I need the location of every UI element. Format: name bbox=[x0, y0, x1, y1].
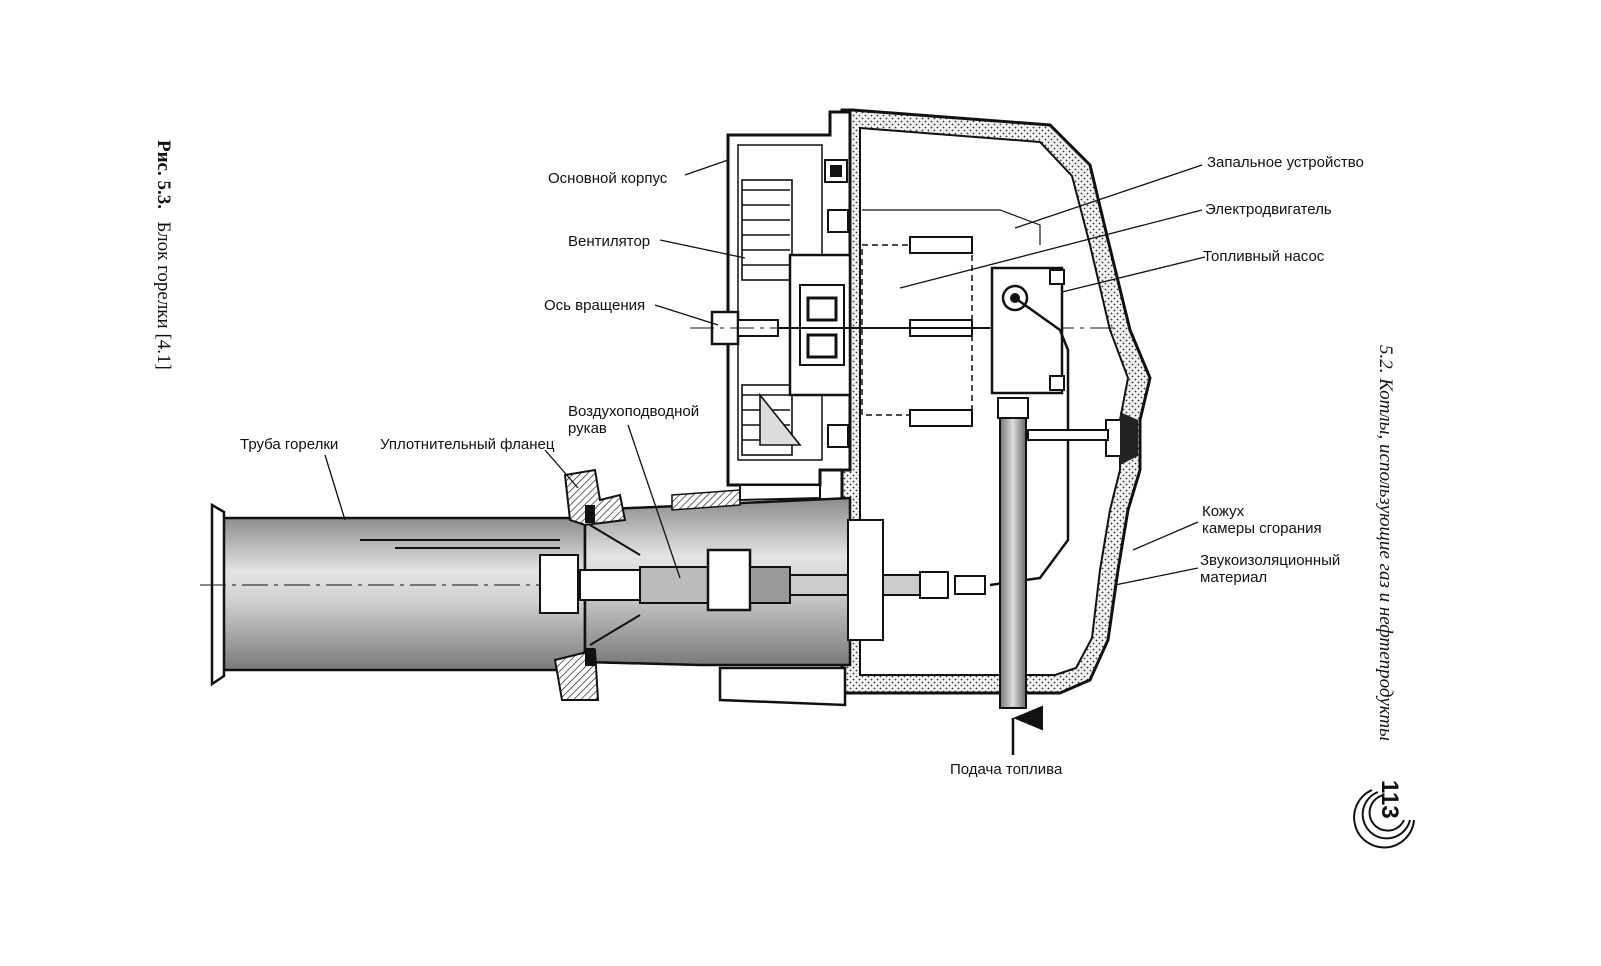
running-header: 5.2. Котлы, использующие газ и нефтепрод… bbox=[1375, 345, 1396, 741]
nozzle-assembly bbox=[539, 519, 986, 646]
label-casing-line2: камеры сгорания bbox=[1202, 520, 1322, 537]
page-number: 113 bbox=[1376, 780, 1403, 819]
label-fan: Вентилятор bbox=[568, 233, 650, 250]
label-ignition-device: Запальное устройство bbox=[1207, 154, 1364, 171]
caption-number: Рис. 5.3. bbox=[153, 140, 174, 209]
rotation-shaft bbox=[690, 310, 1120, 346]
label-insulation-line1: Звукоизоляционный bbox=[1200, 552, 1340, 569]
motor-assembly bbox=[788, 209, 1041, 427]
sealing-flange bbox=[553, 468, 627, 701]
label-sealing-flange: Уплотнительный фланец bbox=[380, 436, 555, 453]
running-header-text: 5.2. Котлы, использующие газ и нефтепрод… bbox=[1375, 345, 1396, 741]
figure-caption: Рис. 5.3. Блок горелки [4.1] bbox=[153, 140, 174, 370]
fuel-supply-pipe bbox=[997, 397, 1109, 709]
label-fuel-supply: Подача топлива bbox=[950, 761, 1063, 778]
label-main-housing: Основной корпус bbox=[548, 170, 668, 187]
label-burner-tube: Труба горелки bbox=[240, 436, 338, 453]
label-fuel-pump: Топливный насос bbox=[1203, 248, 1325, 265]
svg-text:Рис. 5.3. Блок горелки [: Рис. 5.3. Блок горелки [4.1] bbox=[153, 140, 174, 370]
fan-rotor bbox=[741, 179, 802, 456]
label-air-duct-line2: рукав bbox=[568, 420, 607, 437]
leader-lines bbox=[324, 159, 1206, 586]
page-number-emblem: 113 bbox=[1353, 780, 1415, 849]
label-insulation-line2: материал bbox=[1200, 569, 1267, 586]
decorative-arcs-icon bbox=[1353, 789, 1415, 849]
fuel-pump bbox=[989, 266, 1070, 587]
label-air-duct-line1: Воздухоподводной bbox=[568, 403, 699, 420]
caption-text: Блок горелки [4.1] bbox=[153, 221, 174, 369]
label-rotation-axis: Ось вращения bbox=[544, 297, 645, 314]
label-electric-motor: Электродвигатель bbox=[1205, 201, 1332, 218]
label-casing-line1: Кожух bbox=[1202, 503, 1245, 520]
diagram-labels: Основной корпус Вентилятор Ось вращения … bbox=[240, 154, 1364, 778]
